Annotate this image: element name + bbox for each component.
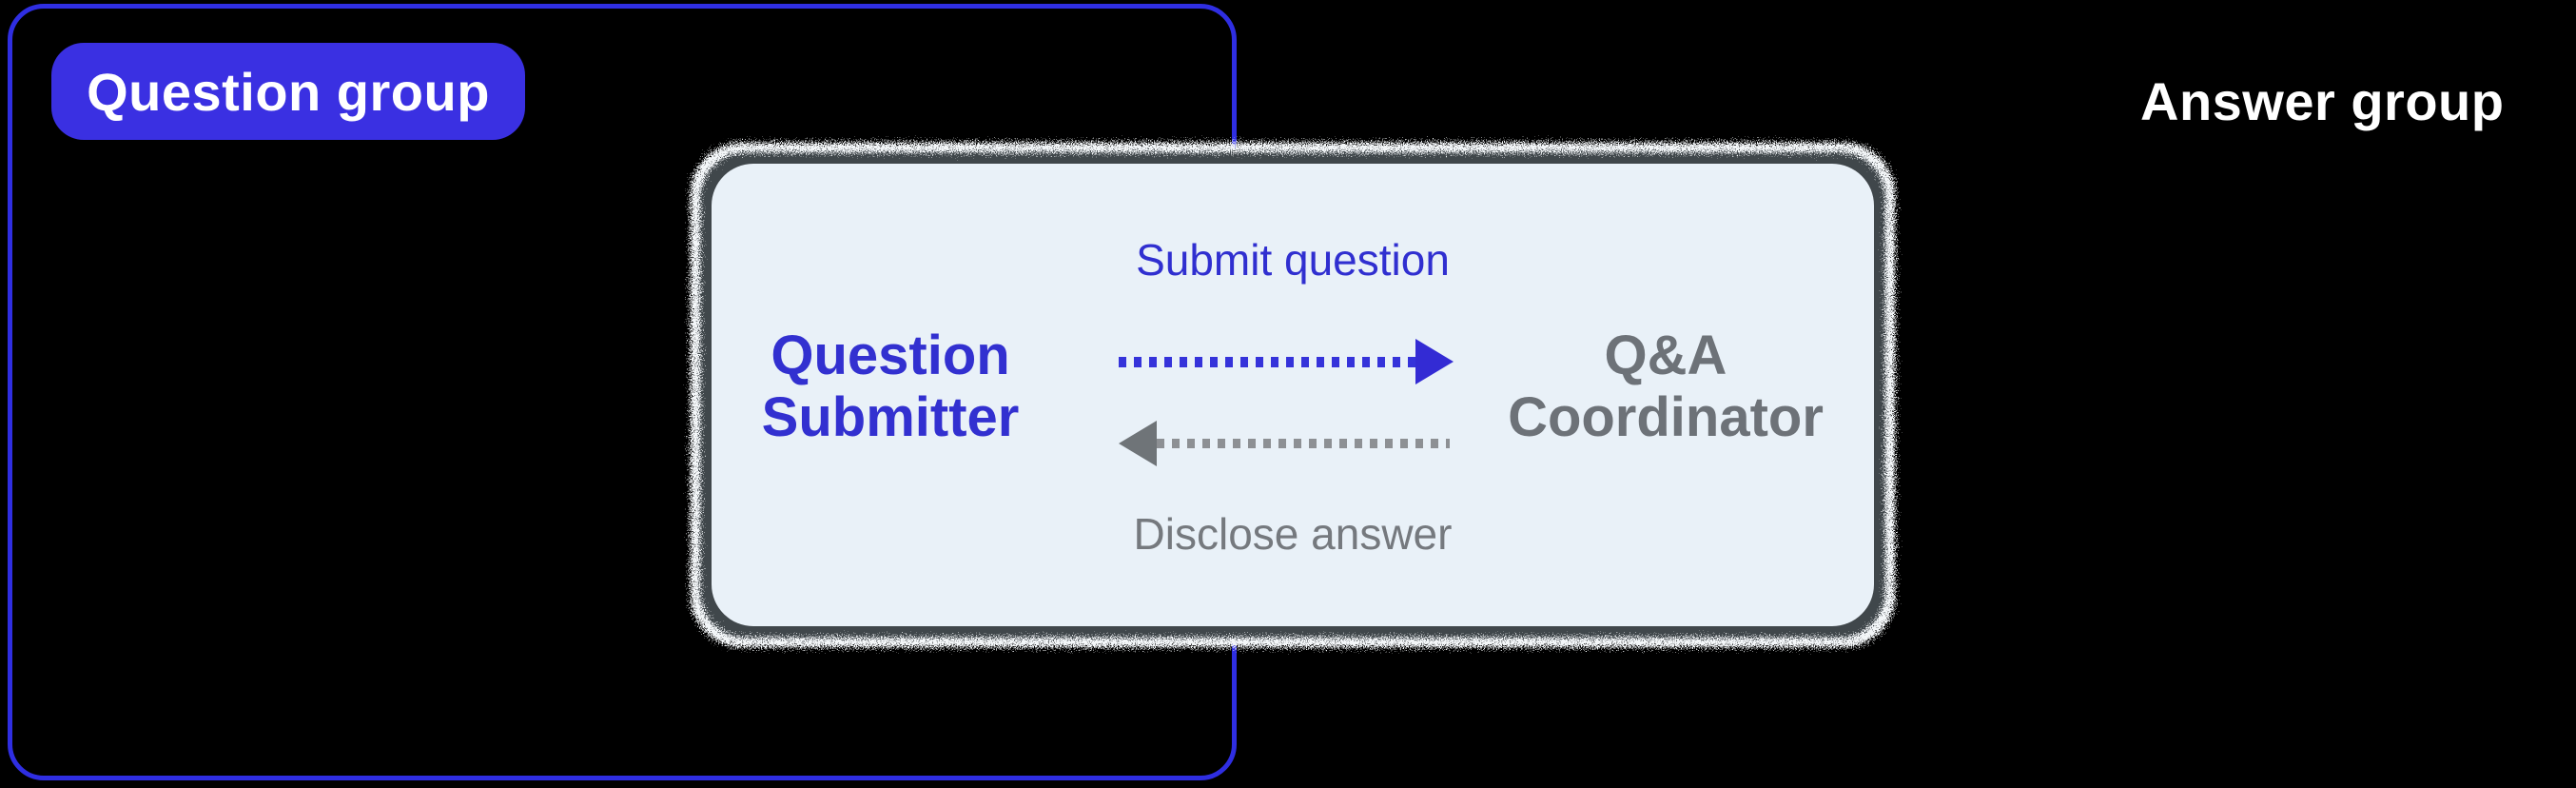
actor-question-submitter: Question Submitter <box>761 325 1020 448</box>
disclose-answer-label: Disclose answer <box>1133 509 1453 559</box>
dotted-line <box>1157 439 1450 448</box>
submit-question-label: Submit question <box>1136 235 1450 285</box>
arrowhead-right-icon <box>1415 339 1454 384</box>
dotted-line <box>1119 356 1415 367</box>
disclose-answer-arrow <box>1119 421 1450 466</box>
answer-group-label: Answer group <box>2140 71 2505 131</box>
question-group-label: Question group <box>87 61 490 122</box>
submit-question-arrow <box>1119 339 1454 384</box>
arrowhead-left-icon <box>1119 421 1157 466</box>
qa-flow-card: Submit question Question Submitter Q&A C… <box>712 164 1874 626</box>
actor-qa-coordinator: Q&A Coordinator <box>1508 325 1824 448</box>
question-group-badge: Question group <box>51 43 525 140</box>
